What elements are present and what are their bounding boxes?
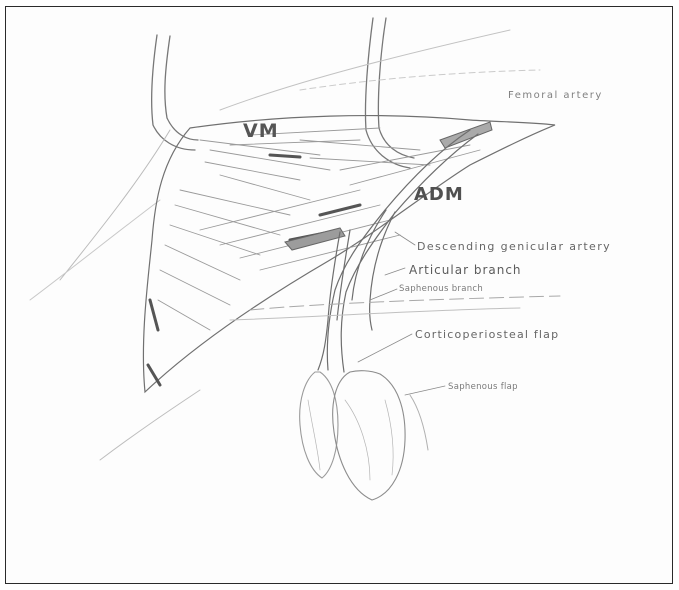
label-adm: ADM: [414, 184, 464, 205]
label-descending-genicular-artery: Descending genicular artery: [417, 240, 611, 253]
label-vm: VM: [243, 120, 279, 142]
saphenous-flap-drawing: [333, 371, 405, 500]
label-femoral-artery: Femoral artery: [508, 90, 603, 101]
retractor-left: [152, 35, 198, 150]
retractor-right: [365, 18, 414, 168]
label-saphenous-flap: Saphenous flap: [448, 382, 518, 392]
label-saphenous-branch: Saphenous branch: [399, 284, 483, 294]
label-corticoperiosteal-flap: Corticoperiosteal flap: [415, 328, 559, 341]
wound-outline: [143, 116, 555, 392]
label-articular-branch: Articular branch: [409, 263, 522, 277]
